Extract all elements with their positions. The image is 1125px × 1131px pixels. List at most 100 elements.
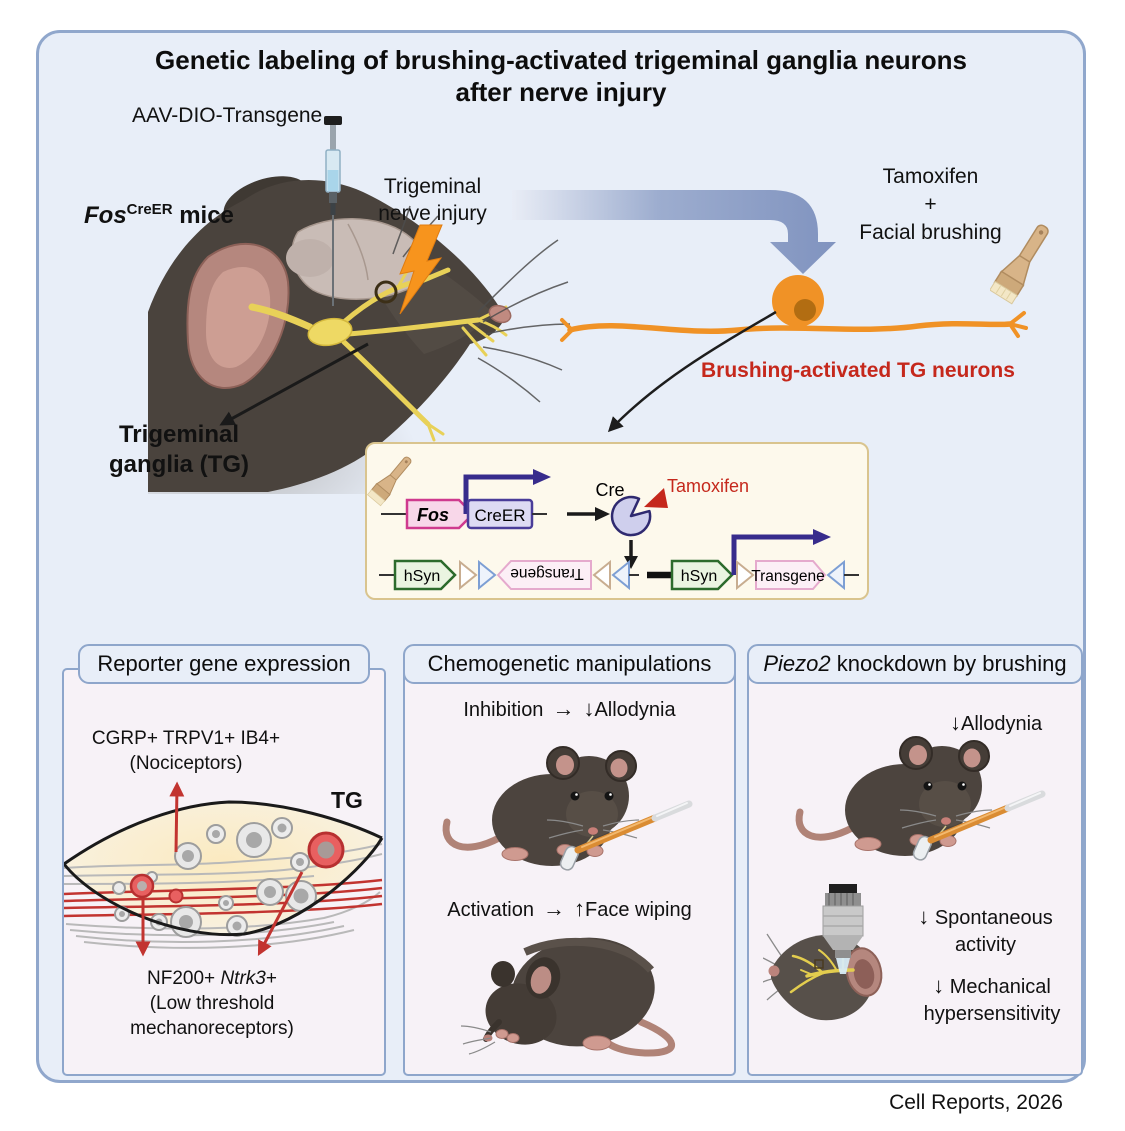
allodynia-label: Allodynia [594, 699, 676, 721]
mouse-whiskers [546, 819, 640, 839]
down-arrow-icon: ↓ [918, 904, 930, 929]
mouse-foot [501, 847, 529, 861]
mouse-eye [570, 791, 580, 801]
right-arrow-icon: → [543, 896, 565, 921]
transcription-arrow-1 [463, 474, 533, 514]
creer-superscript: CreER [126, 201, 173, 218]
spontaneous-text: Spontaneous [934, 907, 1053, 929]
panel-title-chemo-text: Chemogenetic manipulations [427, 651, 712, 676]
face-wiping-up: ↑Face wiping [574, 896, 692, 922]
mouse-wiping-illustration [460, 937, 675, 1057]
nf200-text: NF200+ [147, 968, 221, 989]
mouse-ear [186, 242, 290, 389]
syringe-icon [324, 116, 342, 306]
face-wiping-label: Face wiping [585, 899, 692, 921]
brush-icon [990, 224, 1049, 305]
ltmr-markers: NF200+ Ntrk3+ [98, 966, 326, 991]
ear-inner-right [610, 758, 628, 778]
eye-glint [575, 793, 578, 796]
inverted-transgene-label: Transgene [510, 565, 584, 582]
lightning-bolt-icon [399, 224, 443, 315]
fos-gene: Fos [84, 202, 127, 229]
hsyn-promoter-shape [393, 559, 457, 591]
body-highlight [523, 938, 655, 973]
injury-line-2: nerve injury [378, 202, 487, 225]
panel-title-reporter: Reporter gene expression [78, 644, 370, 684]
brushing-activated-label: Brushing-activated TG neurons [701, 359, 1015, 382]
inverted-transgene-shape [496, 560, 592, 590]
lox-site [826, 559, 845, 591]
eye-glint [962, 783, 965, 786]
mouse-von-frey-illustration-2 [795, 736, 1046, 861]
ear-inner-left [556, 755, 574, 775]
piezo2-gene: Piezo2 [763, 651, 831, 676]
spontaneous-activity-result: ↓ Spontaneous activity [898, 903, 1073, 959]
panel-title-piezo: Piezo2 knockdown by brushing [747, 644, 1083, 684]
down-arrow-icon: ↓ [950, 710, 961, 735]
panel-title-reporter-text: Reporter gene expression [97, 651, 351, 676]
tg-tag: TG [331, 787, 363, 813]
process-arrow [512, 190, 836, 274]
mouse-nose [941, 817, 951, 825]
tg-pointer-arrow [219, 342, 369, 426]
up-arrow-icon: ↑ [574, 896, 585, 921]
nociceptor-name: (Nociceptors) [129, 753, 243, 774]
von-frey-filament [559, 800, 693, 871]
mouse-head-illustration [148, 176, 571, 494]
brush-icon-small [367, 456, 412, 507]
mouse-whiskers [460, 1025, 496, 1055]
ear-inner-right [963, 748, 981, 768]
spont-line-1: ↓ Spontaneous [898, 903, 1073, 932]
mouse-von-frey-illustration [442, 746, 693, 871]
tg-section-illustration [64, 781, 384, 957]
hsyn-promoter-label-2: hSyn [681, 568, 717, 585]
tg-outline-bottom [64, 837, 384, 937]
mouse-paw [506, 1033, 520, 1043]
down-arrow-icon: ↓ [583, 696, 595, 721]
tg-line-1: Trigeminal [118, 421, 240, 448]
neuron-to-construct-arrow [607, 310, 777, 433]
hsyn-promoter-shape-2 [670, 559, 734, 591]
plus-line: + [924, 193, 937, 216]
tg-neurons-red [129, 831, 345, 904]
mouse-eye [604, 791, 614, 801]
mouse-tail [442, 818, 503, 851]
lox-site [592, 559, 611, 591]
cre-protein-shape [610, 495, 652, 537]
activity-text: activity [954, 934, 1017, 956]
transcription-arrowhead-2 [813, 529, 831, 545]
injury-line-1: Trigeminal [383, 175, 482, 198]
inhibition-label: Inhibition [463, 699, 544, 721]
fos-creer-mice-label: FosCreER mice [84, 201, 234, 230]
tamoxifen-brushing-label: Tamoxifen + Facial brushing [843, 163, 1018, 247]
neuron-illustration [560, 275, 1028, 342]
mouse-tail [795, 808, 856, 841]
mouse-nose [588, 827, 598, 835]
right-arrow-icon: → [552, 696, 575, 721]
transgene-shape [755, 560, 827, 590]
mouse-tail [601, 1018, 675, 1057]
title-line-2: after nerve injury [455, 77, 667, 107]
tamoxifen-label: Tamoxifen [667, 476, 749, 496]
mechanical-text: Mechanical [949, 976, 1051, 998]
tg-annotation-arrows [135, 781, 304, 957]
eye-glint [609, 793, 612, 796]
brain-illustration [286, 218, 428, 300]
fos-promoter-shape [405, 498, 475, 530]
microscope-objective-icon [822, 884, 864, 974]
mouse-ear-far [491, 961, 515, 987]
cre-label: Cre [595, 480, 624, 500]
mechanical-hypersensitivity-result: ↓ Mechanical hypersensitivity [903, 972, 1081, 1028]
eye-glint [928, 783, 931, 786]
ear-inner [853, 959, 875, 989]
von-frey-filament [912, 790, 1046, 861]
trigeminal-ganglia-label: Trigeminal ganglia (TG) [88, 420, 270, 480]
tg-neurons-gray [112, 817, 317, 938]
transcription-arrow-2 [731, 534, 813, 575]
tg-line-2: ganglia (TG) [109, 451, 249, 478]
activation-result-line: Activation → ↑Face wiping [403, 896, 736, 922]
panel-title-piezo-rest: knockdown by brushing [830, 651, 1067, 676]
transcription-arrowhead-1 [533, 469, 551, 485]
mouse-foot [854, 837, 882, 851]
